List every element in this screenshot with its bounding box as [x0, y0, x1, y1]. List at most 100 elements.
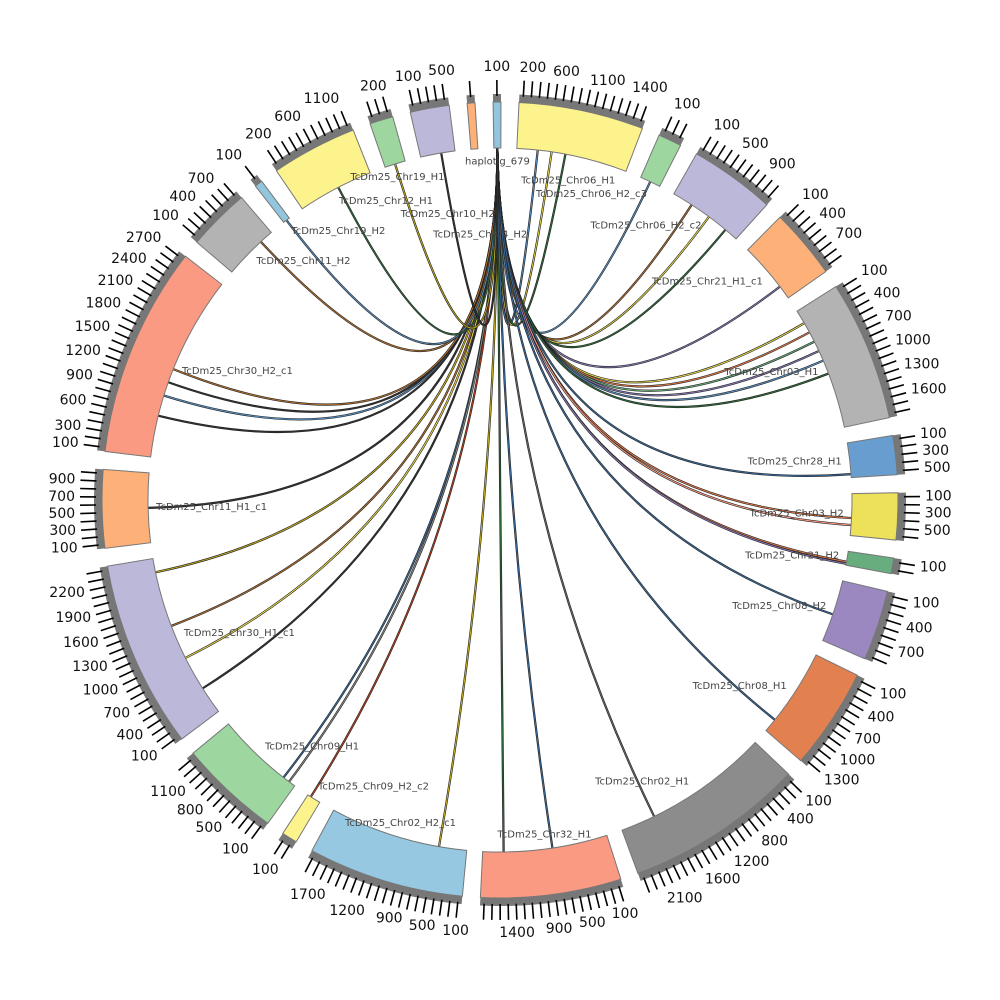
tick-mark	[80, 471, 97, 474]
segment-arc[interactable]	[192, 723, 296, 824]
tick-label: 300	[55, 418, 82, 434]
segment-arc[interactable]	[516, 101, 644, 172]
tick-mark	[93, 394, 109, 401]
tick-mark	[422, 897, 427, 914]
tick-mark	[643, 877, 651, 893]
segment-name: TcDm25_Chr11_H1_c1	[155, 502, 267, 513]
tick-mark	[118, 323, 134, 333]
tick-mark	[885, 619, 902, 626]
segment-tick-band	[892, 434, 906, 475]
tick-mark	[224, 805, 237, 819]
segment-tick-band	[696, 146, 773, 205]
segment-arc[interactable]	[765, 654, 859, 762]
segment-arc[interactable]	[621, 741, 790, 874]
tick-mark	[885, 375, 902, 383]
tick-mark	[288, 136, 298, 152]
segment-arc[interactable]	[196, 196, 273, 273]
segment-arc[interactable]	[311, 809, 468, 897]
tick-mark	[244, 165, 256, 180]
tick-label: 500	[409, 918, 436, 934]
tick-mark	[382, 96, 389, 113]
segment-arc[interactable]	[846, 434, 898, 479]
segment-arc[interactable]	[466, 102, 479, 150]
segment-haplotig_679[interactable]: 100	[483, 59, 510, 149]
tick-mark	[530, 81, 534, 98]
tick-mark	[244, 820, 256, 835]
tick-mark	[91, 402, 107, 408]
tick-mark	[831, 729, 846, 740]
segment-TcDm25_Chr04_H2[interactable]	[466, 81, 479, 150]
tick-mark	[860, 680, 876, 690]
tick-mark	[903, 511, 920, 515]
tick-mark	[792, 209, 805, 223]
tick-mark	[95, 609, 112, 616]
tick-mark	[742, 164, 754, 178]
segment-tick-band	[186, 753, 268, 830]
segment-arc[interactable]	[492, 101, 502, 149]
segment-name: TcDm25_Chr02_H1	[594, 777, 689, 788]
tick-mark	[87, 578, 104, 583]
tick-mark	[138, 705, 153, 715]
link-32	[148, 148, 498, 509]
tick-mark	[310, 124, 319, 140]
segment-TcDm25_Chr06_H2_c3[interactable]: 100	[640, 97, 701, 187]
tick-mark	[587, 894, 593, 911]
segment-arc[interactable]	[409, 104, 456, 158]
segment-arc[interactable]	[101, 468, 152, 549]
tick-mark	[818, 241, 832, 253]
segment-arc[interactable]	[746, 216, 827, 299]
tick-mark	[701, 849, 711, 865]
tick-mark	[142, 712, 158, 722]
tick-mark	[430, 898, 435, 915]
segment-TcDm25_Chr19_H1[interactable]: 200	[360, 78, 406, 168]
tick-label: 800	[177, 802, 204, 818]
segment-arc[interactable]	[106, 557, 220, 740]
segment-arc[interactable]	[275, 129, 371, 210]
segment-arc[interactable]	[673, 153, 768, 240]
segment-TcDm25_Chr09_H2_c2[interactable]: 100	[252, 794, 321, 878]
segment-arc[interactable]	[640, 134, 682, 187]
segment-arc[interactable]	[845, 550, 895, 575]
segment-TcDm25_Chr19_H2[interactable]: 100	[215, 148, 290, 224]
segment-arc[interactable]	[282, 794, 321, 843]
tick-mark	[813, 234, 827, 247]
segment-arc[interactable]	[104, 255, 223, 458]
segment-arc[interactable]	[822, 580, 888, 660]
tick-mark	[231, 810, 243, 824]
tick-mark	[878, 352, 894, 360]
tick-mark	[883, 368, 900, 375]
segment-arc[interactable]	[369, 116, 406, 168]
tick-mark	[902, 535, 919, 540]
segment-arc[interactable]	[849, 492, 899, 541]
segment-arc[interactable]	[254, 180, 290, 224]
tick-mark	[812, 754, 826, 767]
segment-arc[interactable]	[479, 834, 622, 899]
segment-name: TcDm25_Chr06_H1	[520, 175, 615, 186]
segment-name: TcDm25_Chr19_H2	[290, 226, 385, 237]
tick-mark	[295, 132, 305, 148]
tick-label: 500	[924, 523, 951, 539]
links-layer	[148, 148, 852, 852]
segment-TcDm25_Chr21_H2[interactable]: 100	[845, 550, 947, 575]
tick-label: 1100	[150, 784, 186, 800]
tick-mark	[880, 360, 897, 367]
tick-label: 300	[49, 523, 76, 539]
